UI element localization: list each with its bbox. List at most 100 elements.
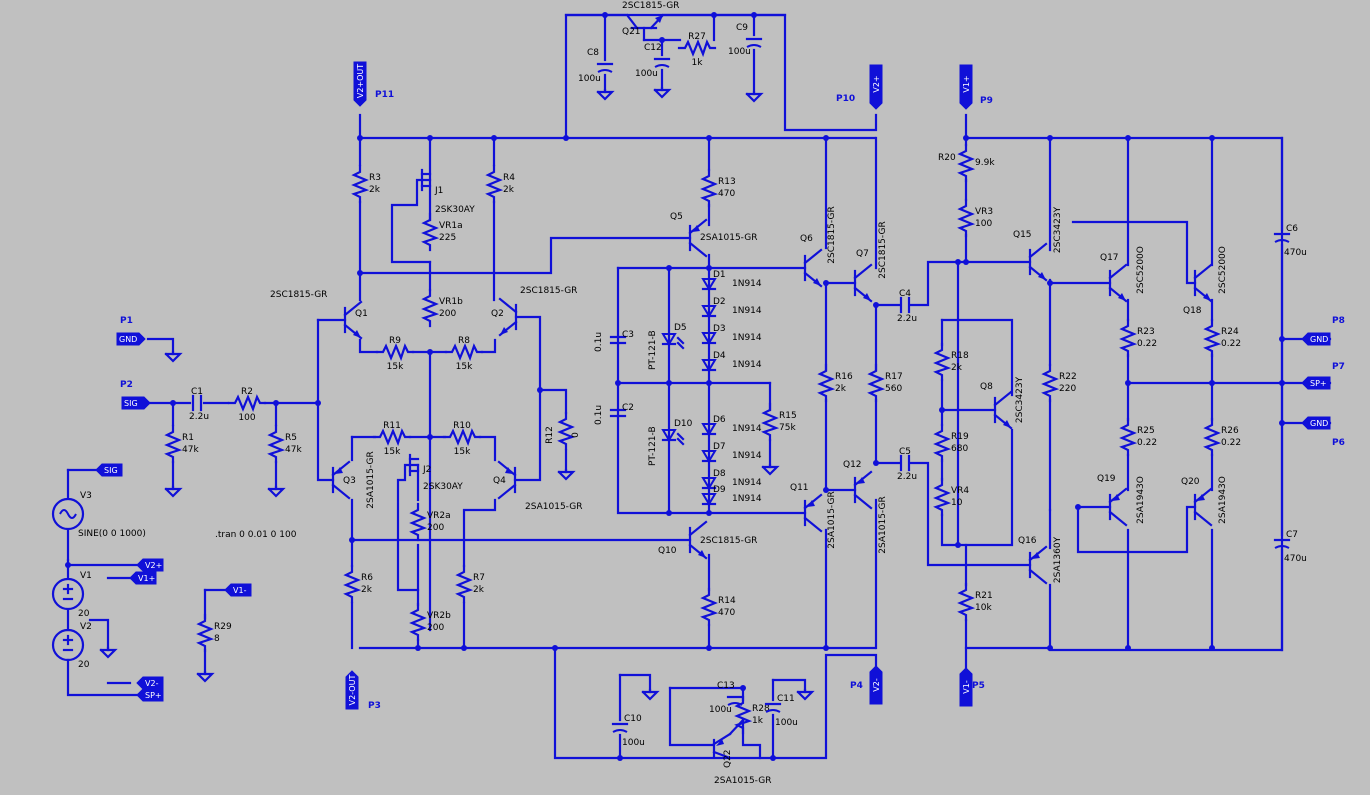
diode-ref: D2 <box>713 297 726 307</box>
resistor-value: 15k <box>384 447 401 457</box>
capacitor-c3: C30.1u <box>594 330 634 352</box>
resistor-ref: VR4 <box>951 486 969 496</box>
capacitor-value: 100u <box>709 705 732 715</box>
resistor-value: 0.22 <box>1137 438 1157 448</box>
resistor-ref: VR2b <box>427 611 451 621</box>
source-value: 20 <box>78 660 90 670</box>
port-id: P8 <box>1332 316 1345 326</box>
ground-symbol <box>653 86 672 99</box>
resistor-value: 47k <box>285 445 302 455</box>
resistor-value: 1k <box>752 716 764 726</box>
resistor-value: 100 <box>238 413 255 423</box>
port-id: P2 <box>120 380 133 390</box>
port-id: P4 <box>850 681 863 691</box>
port-id: P1 <box>120 316 133 326</box>
resistor-value: 0.22 <box>1221 339 1241 349</box>
component-layer: R147kR547kR2100R32kR42kR915kR815kR1115kR… <box>51 1 1345 786</box>
diode-value: 1N914 <box>732 494 762 504</box>
capacitor-ref: C6 <box>1286 224 1298 234</box>
transistor-ref: Q1 <box>355 309 368 319</box>
port-p5: V1-P5 <box>959 667 985 707</box>
resistor-value: 8 <box>214 634 220 644</box>
transistor-part-number: 2SC1815-GR <box>827 206 837 263</box>
resistor-value: 1k <box>692 58 704 68</box>
capacitor-value: 470u <box>1284 554 1307 564</box>
resistor-ref: R19 <box>951 432 969 442</box>
capacitor-ref: C2 <box>622 403 634 413</box>
capacitor-ref: C8 <box>587 48 599 58</box>
resistor-value: 2k <box>835 384 847 394</box>
diode-ref: D7 <box>713 442 726 452</box>
transistor-ref: Q20 <box>1181 477 1200 487</box>
resistor-ref: R10 <box>453 421 471 431</box>
resistor-value: 2k <box>473 585 485 595</box>
ground-symbol <box>99 646 118 659</box>
resistor-ref: R11 <box>383 421 401 431</box>
resistor-value: 15k <box>387 362 404 372</box>
net-label-text: SIG <box>104 466 118 475</box>
transistor-ref: Q7 <box>856 249 869 259</box>
transistor-part-number: 2SA1015-GR <box>366 451 376 508</box>
resistor-ref: VR1a <box>439 221 463 231</box>
port-id: P3 <box>368 701 381 711</box>
resistor-r10: R10 15k <box>442 421 482 457</box>
voltage-source-v2: V2 20 <box>51 622 92 670</box>
resistor-ref: VR1b <box>439 297 463 307</box>
transistor-part-number: 2SC3423Y <box>1053 206 1063 253</box>
resistor-ref: R28 <box>752 704 770 714</box>
port-p10: V2+P10 <box>836 64 883 110</box>
resistor-ref: R9 <box>389 336 401 346</box>
diode-value: 1N914 <box>732 424 762 434</box>
resistor-value: 10k <box>975 603 992 613</box>
diode-value: 1N914 <box>732 451 762 461</box>
resistor-value: 47k <box>182 445 199 455</box>
diode-value: 1N914 <box>732 478 762 488</box>
capacitor-value: 2.2u <box>189 412 209 422</box>
resistor-ref: R1 <box>182 433 194 443</box>
transistor-part-number: 2SC5200O <box>1218 246 1228 294</box>
ground-symbol <box>557 468 576 481</box>
capacitor-value: 2.2u <box>897 472 917 482</box>
ground-symbol <box>596 88 615 101</box>
junction-dots <box>65 12 1285 761</box>
resistor-ref: R7 <box>473 573 485 583</box>
transistor-part-number: 2SC1815-GR <box>700 536 757 546</box>
net-label-text: V2- <box>145 679 159 688</box>
resistor-value: 100 <box>975 219 992 229</box>
resistor-ref: R17 <box>885 372 903 382</box>
jfet-ref: J2 <box>422 465 431 475</box>
transistor-ref: Q22 <box>723 749 733 768</box>
capacitor-ref: C13 <box>717 681 735 691</box>
net-label-text: V1- <box>233 586 247 595</box>
capacitor-ref: C4 <box>899 289 911 299</box>
net-label-text: V1+ <box>138 574 155 583</box>
resistor-value: 15k <box>454 447 471 457</box>
led-ref: D10 <box>674 419 693 429</box>
source-ref: V2 <box>80 622 92 632</box>
